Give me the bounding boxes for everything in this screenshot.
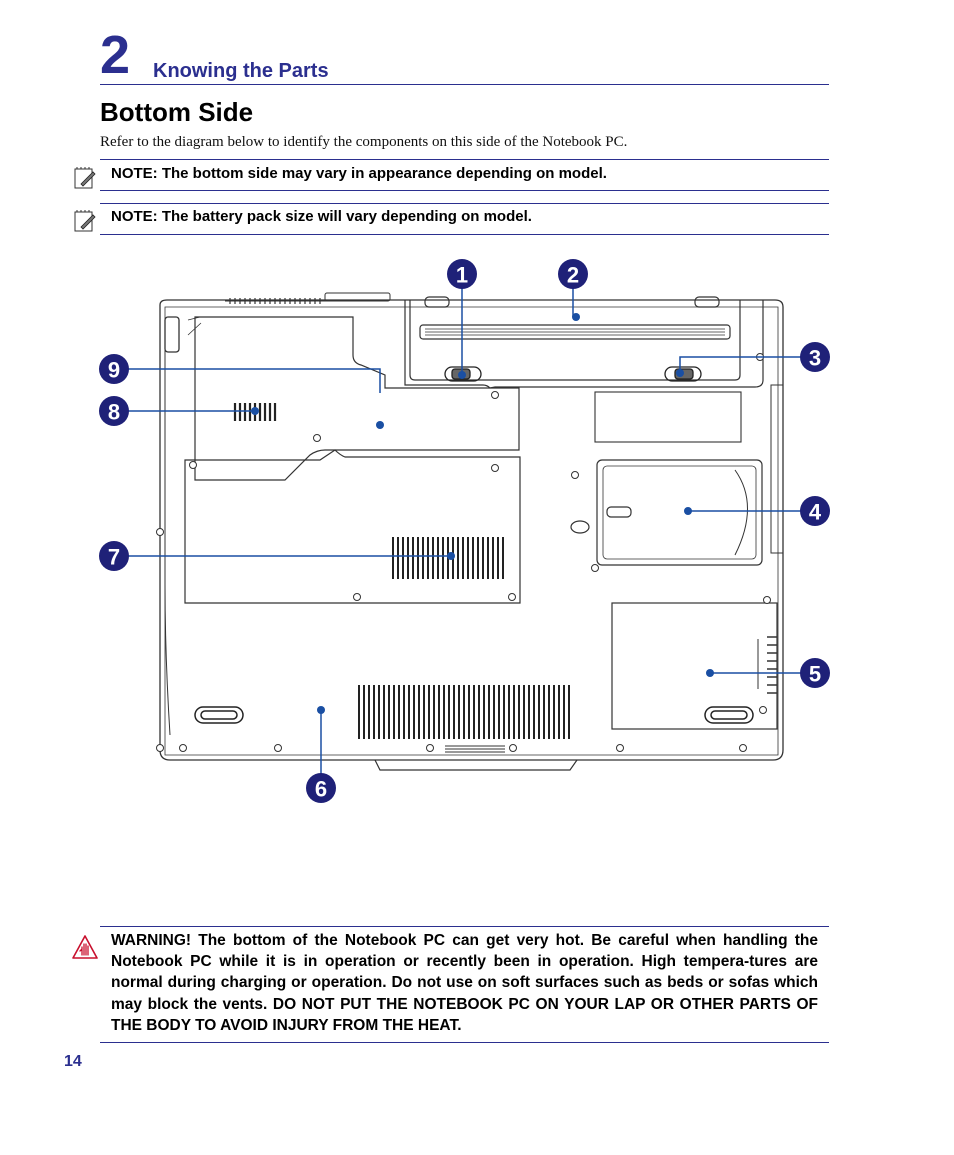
- warning-hand-icon: [72, 935, 98, 959]
- callout-2: 2: [558, 259, 588, 289]
- svg-text:8: 8: [108, 400, 120, 425]
- callout-8: 8: [99, 396, 129, 426]
- note-text: NOTE: The bottom side may vary in appear…: [111, 165, 607, 182]
- callout-3: 3: [800, 342, 830, 372]
- leader-lines: [120, 275, 813, 788]
- bottom-vent: [358, 685, 570, 739]
- bottom-side-diagram: 1 2 3 4 5 6 7 8 9: [99, 259, 830, 803]
- svg-text:5: 5: [809, 662, 821, 687]
- optical-drive-bay: [570, 459, 763, 566]
- callout-9: 9: [99, 354, 129, 384]
- svg-text:2: 2: [567, 263, 579, 288]
- intro-text: Refer to the diagram below to identify t…: [100, 134, 628, 150]
- chapter-title: Knowing the Parts: [153, 60, 329, 82]
- svg-text:3: 3: [809, 346, 821, 371]
- note-2-top-rule: [100, 203, 829, 204]
- warning-bottom-rule: [100, 1042, 829, 1043]
- leader-dots: [251, 313, 714, 714]
- page-number: 14: [64, 1053, 82, 1070]
- svg-text:7: 7: [108, 545, 120, 570]
- callout-5: 5: [800, 658, 830, 688]
- upper-right-panel: [594, 391, 742, 443]
- svg-text:6: 6: [315, 777, 327, 802]
- right-side-edge: [770, 384, 784, 554]
- notebook-outline: [159, 292, 784, 761]
- warning-top-rule: [100, 926, 829, 927]
- svg-text:1: 1: [456, 263, 468, 288]
- section-title: Bottom Side: [100, 97, 254, 127]
- svg-text:4: 4: [809, 500, 822, 525]
- note-pencil-icon: [74, 167, 96, 189]
- note-pencil-icon: [74, 210, 96, 232]
- callout-1: 1: [447, 259, 477, 289]
- left-hinge: [164, 316, 180, 353]
- warning-text: WARNING! The bottom of the Notebook PC c…: [111, 932, 818, 1034]
- note-1-top-rule: [100, 159, 829, 160]
- bottom-grip: [445, 745, 505, 753]
- callout-4: 4: [800, 496, 830, 526]
- chapter-number: 2: [100, 25, 131, 85]
- note-1-bottom-rule: [100, 190, 829, 191]
- callout-7: 7: [99, 541, 129, 571]
- note-text: NOTE: The battery pack size will vary de…: [111, 208, 532, 225]
- bottom-lip: [374, 759, 578, 771]
- header-rule: [100, 84, 829, 85]
- note-2-bottom-rule: [100, 234, 829, 235]
- svg-text:9: 9: [108, 358, 120, 383]
- rubber-feet: [194, 706, 754, 724]
- hdd-compartment: [184, 449, 521, 604]
- callout-6: 6: [306, 773, 336, 803]
- memory-compartment: [187, 316, 520, 481]
- wireless-compartment: [611, 602, 778, 730]
- screws: [156, 353, 771, 752]
